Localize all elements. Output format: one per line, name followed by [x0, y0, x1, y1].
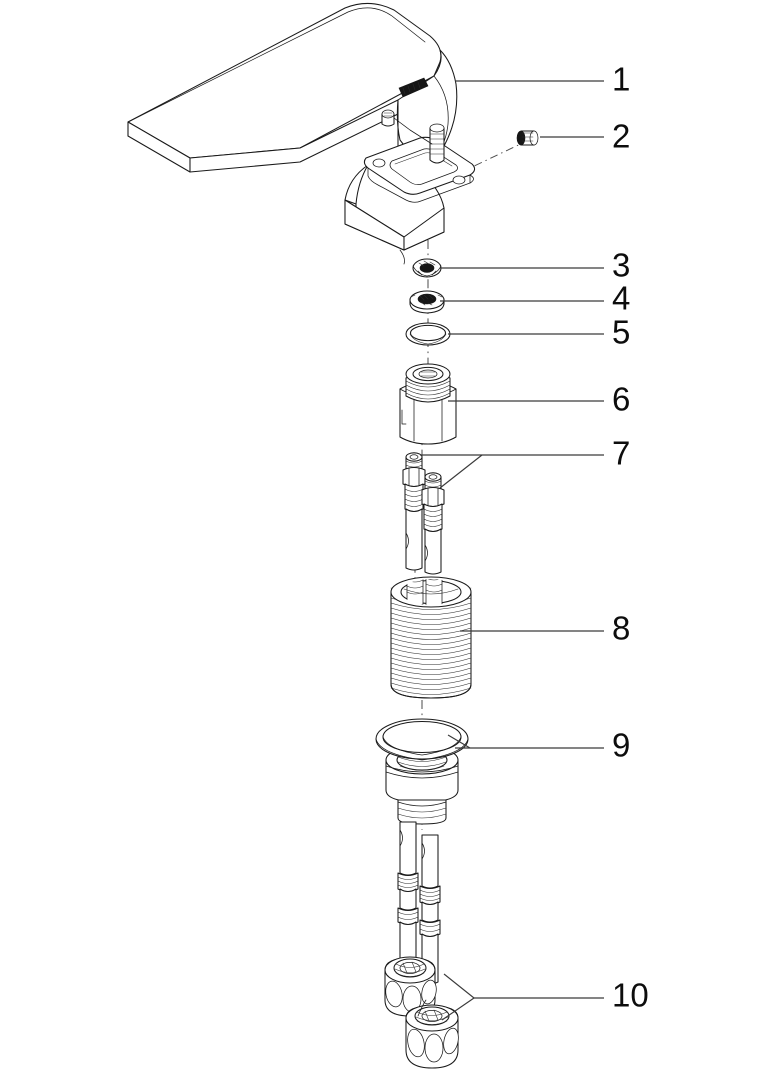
callout-4: 4: [440, 280, 630, 317]
callout-number-10: 10: [612, 977, 649, 1014]
part-threaded-connector-body: [399, 363, 457, 445]
callout-number-7: 7: [612, 435, 630, 472]
callout-7: 7: [420, 435, 630, 489]
part-o-ring-seal: [405, 322, 451, 346]
callout-number-9: 9: [612, 727, 630, 764]
part-grub-screw: [516, 130, 539, 146]
leader-branch-10-2: [441, 997, 475, 1021]
part-spout-body: [127, 2, 476, 265]
callout-5: 5: [448, 314, 630, 351]
callout-number-1: 1: [612, 61, 630, 98]
spout-mounting-posts: [381, 109, 445, 164]
callout-number-3: 3: [612, 247, 630, 284]
hose-coupling-left: [402, 452, 426, 571]
callout-9: 9: [447, 727, 630, 764]
callout-1: 1: [455, 61, 630, 98]
supply-hose-nut-lower: [405, 1004, 459, 1069]
part-mounting-ring-gasket: [375, 718, 469, 825]
hose-coupling-right: [421, 472, 445, 575]
supply-hose-nut-upper: [384, 956, 437, 1017]
part-hose-coupling-pair: [402, 452, 445, 575]
callout-2: 2: [540, 118, 630, 155]
callout-number-6: 6: [612, 381, 630, 418]
callout-layer: 1 2 345 6 7 8 9 10: [420, 61, 649, 1021]
leader-branch-10-1: [443, 973, 475, 999]
leader-branch-9-1: [447, 734, 471, 749]
callout-8: 8: [460, 610, 630, 647]
callout-10: 10: [441, 973, 649, 1021]
part-coiled-spring-sleeve: [390, 576, 472, 699]
part-lock-washer: [412, 258, 442, 278]
callout-6: 6: [448, 381, 630, 418]
callout-number-8: 8: [612, 610, 630, 647]
part-toothed-washer: [409, 290, 445, 314]
callout-number-4: 4: [612, 280, 630, 317]
callout-number-2: 2: [612, 118, 630, 155]
leader-branch-7-1: [439, 454, 483, 489]
part-supply-hose-nut-pair: [384, 956, 459, 1069]
callout-number-5: 5: [612, 314, 630, 351]
callout-3: 3: [440, 247, 630, 284]
